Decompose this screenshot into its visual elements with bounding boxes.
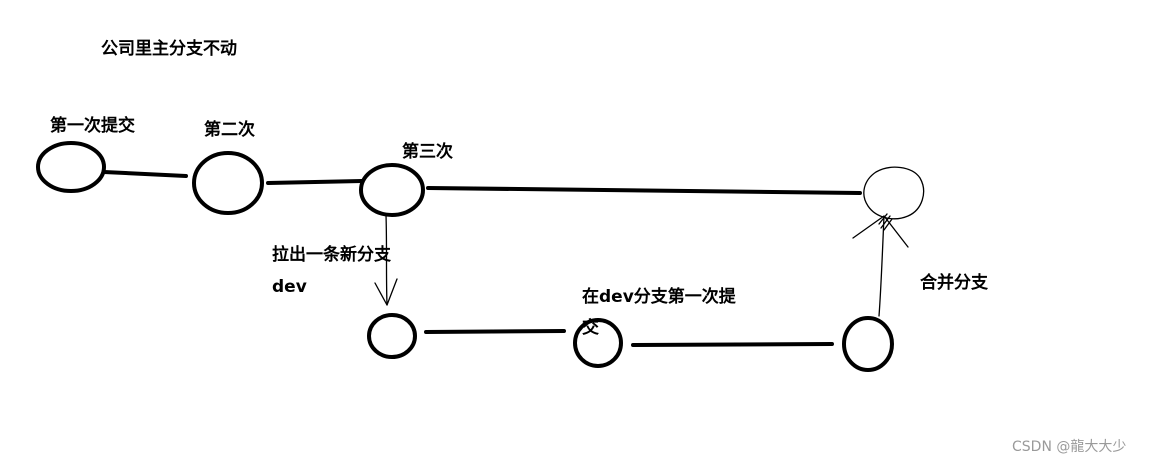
merge-arrow-line (878, 215, 885, 317)
label-commit-3: 第三次 (402, 142, 453, 162)
commit-node-3 (359, 163, 425, 217)
dev-connector-2-3 (631, 342, 834, 347)
master-connector-2-3 (266, 179, 364, 185)
dev-connector-1-2 (424, 329, 566, 334)
label-merge: 合并分支 (920, 273, 988, 293)
merge-node (863, 166, 925, 220)
dev-node-3 (842, 316, 894, 372)
csdn-watermark: CSDN @龍大大少 (1012, 439, 1127, 455)
commit-node-2 (192, 151, 264, 215)
label-branch-out-line2: dev (272, 277, 307, 297)
merge-arrow-head (852, 215, 909, 248)
dev-node-2 (573, 318, 623, 368)
master-connector-3-merge (426, 186, 862, 195)
branch-out-arrow-head (374, 278, 398, 306)
branch-out-arrow-line (385, 214, 388, 306)
dev-node-1 (367, 313, 417, 359)
label-commit-2: 第二次 (204, 120, 255, 140)
label-dev-commit-line1: 在dev分支第一次提 (582, 287, 736, 307)
master-connector-1-2 (102, 170, 188, 178)
label-branch-out-line1: 拉出一条新分支 (272, 245, 391, 265)
diagram-title: 公司里主分支不动 (101, 39, 237, 59)
commit-node-1 (36, 141, 106, 193)
merge-arrow-tip-scribble (878, 213, 893, 231)
label-commit-1: 第一次提交 (50, 116, 135, 136)
label-dev-commit-line2: 交 (582, 318, 599, 338)
